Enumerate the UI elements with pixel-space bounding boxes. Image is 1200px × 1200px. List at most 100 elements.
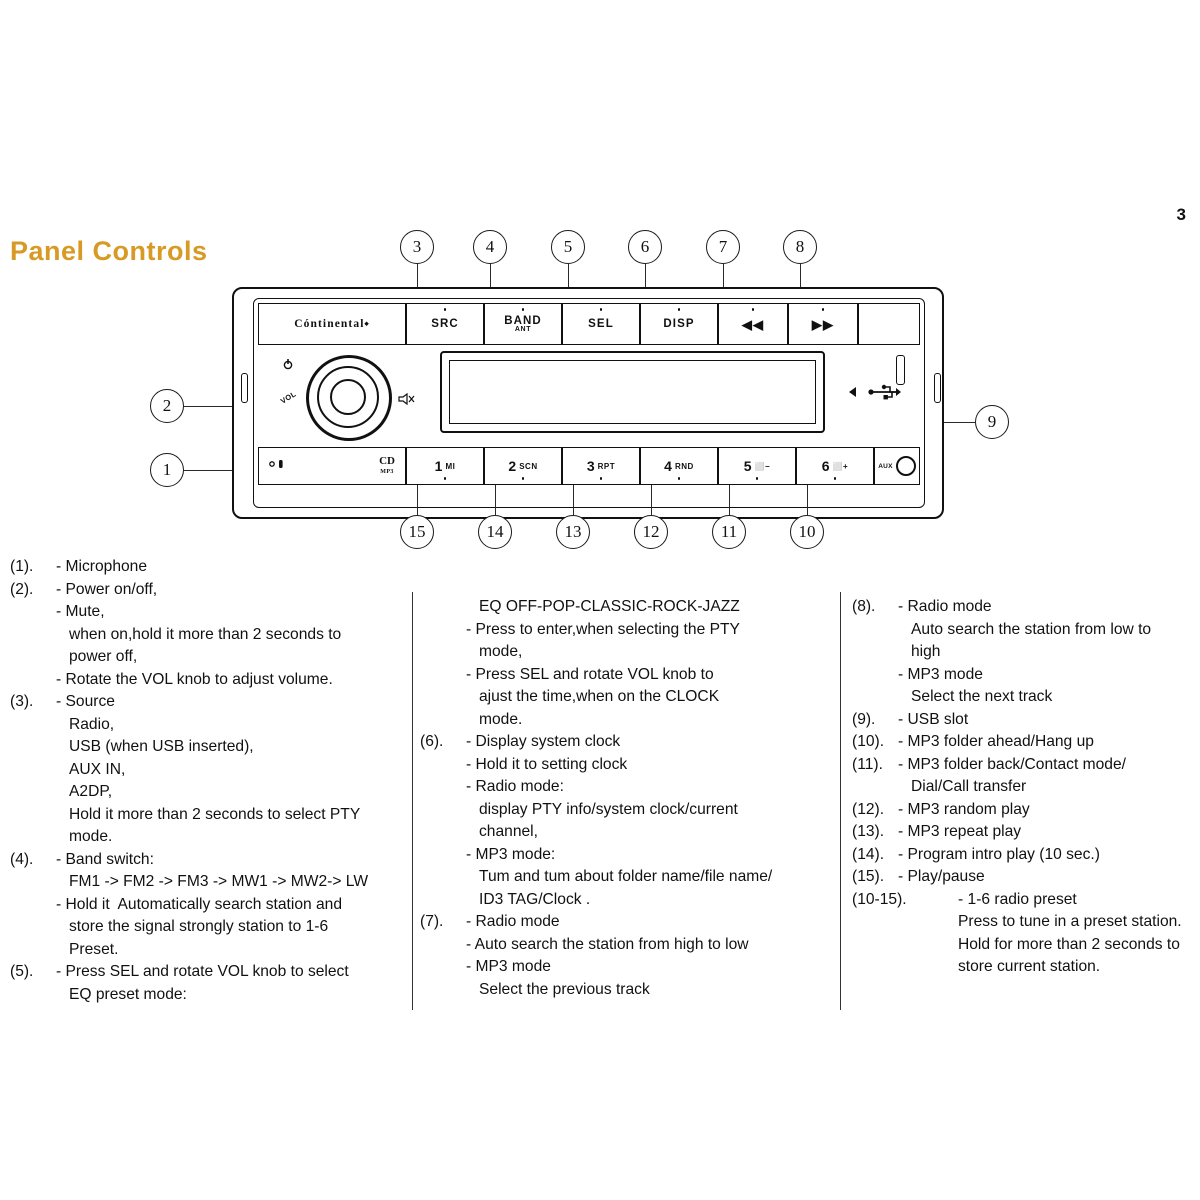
- callout-7: 7: [706, 230, 740, 264]
- legend-entry-index: (15).: [852, 868, 885, 885]
- callout-4: 4: [473, 230, 507, 264]
- legend-line: EQ preset mode:: [69, 985, 187, 1003]
- callout-6: 6: [628, 230, 662, 264]
- column-divider-2: [840, 592, 841, 1010]
- disp-button-label: DISP: [663, 318, 695, 330]
- preset-5-dot: [755, 477, 759, 480]
- preset-6-folder-ahead[interactable]: 6 ⬜+: [797, 448, 875, 484]
- preset-button-row: CD MP3 1 MI 2 SCN 3 RPT 4 RND 5 ⬜−: [258, 447, 920, 485]
- preset-4-number: 4: [664, 458, 672, 474]
- legend-line: store current station.: [958, 958, 1101, 975]
- radio-panel-diagram: 3 4 5 6 7 8 2 1 9 Cóntinental⬩ SRC BAND …: [0, 225, 1200, 565]
- legend-entry: (5).- Press SEL and rotate VOL knob to s…: [10, 961, 405, 1006]
- legend-line: - MP3 folder back/Contact mode/: [898, 755, 1126, 773]
- preset-6-number: 6: [821, 458, 830, 474]
- rewind-icon: ◀◀: [741, 316, 765, 332]
- preset-1-dot: [443, 477, 447, 480]
- sel-button-label: SEL: [588, 318, 614, 330]
- aux-input-jack[interactable]: AUX: [875, 448, 919, 484]
- preset-5-folder-icon: ⬜−: [754, 461, 771, 471]
- rewind-indicator-dot: [751, 308, 755, 311]
- legend-entry-index: (10-15).: [852, 890, 907, 908]
- src-button[interactable]: SRC: [407, 304, 485, 344]
- legend-line: Auto search the station from low to: [911, 620, 1152, 638]
- volume-knob-ring: [317, 366, 379, 428]
- preset-2-label: SCN: [519, 461, 538, 471]
- brand-logo-label: Cóntinental⬩: [294, 317, 370, 330]
- lcd-display-screen: [449, 360, 816, 424]
- legend-line: - Hold it to setting clock: [466, 755, 628, 773]
- legend-entry: (13).- MP3 repeat play: [852, 821, 1192, 844]
- legend-line: - Power on/off,: [56, 580, 158, 598]
- usb-port-area: [848, 375, 920, 409]
- legend-entry-body: - Play/pause: [898, 866, 1192, 889]
- preset-4-label: RND: [674, 461, 694, 471]
- legend-entry: EQ OFF-POP-CLASSIC-ROCK-JAZZ- Press to e…: [420, 596, 830, 731]
- legend-entry-index: (8).: [852, 598, 876, 615]
- preset-5-number: 5: [743, 458, 752, 474]
- sel-button[interactable]: SEL: [563, 304, 641, 344]
- lcd-display: [440, 351, 825, 433]
- legend-line: - Rotate the VOL knob to adjust volume.: [56, 670, 333, 688]
- legend-line: - USB slot: [898, 710, 969, 728]
- legend-entry-body: - Radio mode- Auto search the station fr…: [466, 911, 830, 1001]
- page-title: Panel Controls: [10, 236, 208, 266]
- legend-line: Radio,: [69, 715, 115, 733]
- legend-line: mode,: [479, 643, 523, 660]
- legend-entry-index: [420, 596, 466, 731]
- legend-entry-index: (9).: [852, 710, 876, 728]
- preset-6-dot: [833, 477, 837, 480]
- preset-1-play-pause[interactable]: 1 MI: [407, 448, 485, 484]
- volume-knob-label: VOL: [278, 389, 298, 406]
- usb-slot[interactable]: [896, 355, 905, 385]
- legend-line: - MP3 folder ahead/Hang up: [898, 733, 1094, 750]
- disp-indicator-dot: [677, 308, 681, 311]
- legend-entry-body: - Microphone: [56, 556, 405, 579]
- legend-entry-body: - Program intro play (10 sec.): [898, 844, 1192, 867]
- cd-logo-main: CD: [379, 455, 395, 468]
- band-ant-button[interactable]: BAND ANT: [485, 304, 563, 344]
- callout-2: 2: [150, 389, 184, 423]
- preset-3-repeat[interactable]: 3 RPT: [563, 448, 641, 484]
- legend-line: Tum and tum about folder name/file name/: [479, 868, 773, 885]
- legend-entry-body: - MP3 repeat play: [898, 821, 1192, 844]
- callout-10: 10: [790, 515, 824, 549]
- callout-8: 8: [783, 230, 817, 264]
- legend-column-2: EQ OFF-POP-CLASSIC-ROCK-JAZZ- Press to e…: [420, 556, 830, 1001]
- src-indicator-dot: [443, 308, 447, 311]
- band-button-label: BAND: [504, 315, 542, 327]
- microphone-icon: [269, 457, 291, 475]
- preset-5-folder-back[interactable]: 5 ⬜−: [719, 448, 797, 484]
- legend-entry-index: (12).: [852, 800, 885, 818]
- legend-entry: (2).- Power on/off,- Mute,when on,hold i…: [10, 579, 405, 692]
- legend-entry-index: (7).: [420, 913, 444, 930]
- legend-entry-body: - Press SEL and rotate VOL knob to selec…: [56, 961, 405, 1006]
- microphone-port: CD MP3: [259, 448, 407, 484]
- leader-line-11: [729, 485, 730, 515]
- disp-button[interactable]: DISP: [641, 304, 719, 344]
- legend-line: ID3 TAG/Clock .: [479, 890, 591, 908]
- preset-2-number: 2: [508, 458, 517, 474]
- power-icon: [282, 357, 294, 370]
- legend-line: - Program intro play (10 sec.): [898, 845, 1100, 863]
- legend-line: channel,: [479, 823, 538, 840]
- src-button-label: SRC: [431, 318, 459, 330]
- legend-line: when on,hold it more than 2 seconds to: [69, 625, 342, 643]
- page-number: 3: [1176, 205, 1186, 224]
- legend-line: - Hold it Automatically search station a…: [56, 895, 343, 913]
- preset-2-scan[interactable]: 2 SCN: [485, 448, 563, 484]
- legend-entry-body: - MP3 folder ahead/Hang up: [898, 731, 1192, 754]
- column-divider-1: [412, 592, 413, 1010]
- legend-line: mode.: [479, 710, 523, 728]
- fast-forward-button[interactable]: ▶▶: [789, 304, 859, 344]
- legend-column-1: (1).- Microphone(2).- Power on/off,- Mut…: [10, 556, 405, 1006]
- rewind-button[interactable]: ◀◀: [719, 304, 789, 344]
- preset-4-random[interactable]: 4 RND: [641, 448, 719, 484]
- legend-line: - Play/pause: [898, 868, 985, 885]
- volume-knob[interactable]: [306, 355, 392, 441]
- sel-indicator-dot: [599, 308, 603, 311]
